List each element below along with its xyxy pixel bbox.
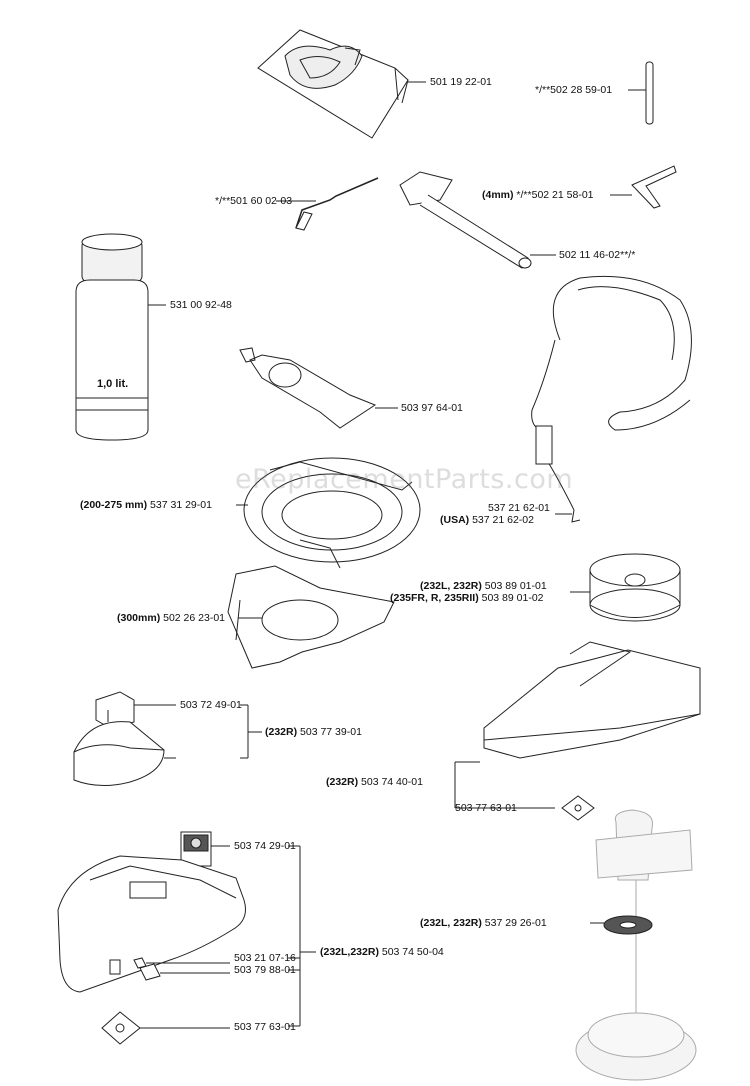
part-label-screwdriver: */**501 60 02-03: [215, 195, 293, 207]
part-label-square-plate: 503 77 63-01: [455, 802, 517, 814]
part-label-combination-wrench: 502 11 46-02**/*: [559, 249, 636, 261]
part-label-screw: 503 21 07-16: [234, 952, 296, 964]
part-label-large-guard: (232R) 503 74 40-01: [326, 776, 423, 788]
part-label-transport-guard: (200-275 mm) 537 31 29-01: [80, 499, 212, 511]
square-plate-illustration: [561, 795, 595, 821]
harness-bag-illustration: [257, 29, 409, 139]
part-label-grease-tube: 503 97 64-01: [401, 402, 463, 414]
part-label-bracket: 503 72 49-01: [180, 699, 242, 711]
combination-wrench-illustration: [399, 171, 556, 269]
bracket-illustration: [95, 691, 176, 729]
part-label-spool-232: (232L, 232R) 503 89 01-01: [420, 580, 547, 592]
part-label-harness-strap: 537 21 62-01: [488, 502, 550, 514]
harness-strap-illustration: [531, 275, 692, 523]
part-label-nut-plate: 503 79 88-01: [234, 964, 296, 976]
hex-key-illustration: [610, 165, 677, 209]
screwdriver-illustration: [276, 177, 379, 231]
part-label-harness-bag: 501 19 22-01: [430, 76, 492, 88]
lower-square-plate-illustration: [101, 1011, 230, 1045]
bottle-volume-label: 1,0 lit.: [97, 378, 129, 390]
oil-bottle-illustration: [75, 233, 166, 441]
big-guard-illustration: [57, 855, 246, 993]
gearhead-illustration: [575, 809, 697, 1081]
nut-plate-illustration: [139, 963, 230, 981]
part-label-oil-bottle: 531 00 92-48: [170, 299, 232, 311]
large-guard-illustration: [483, 641, 701, 759]
part-label-washer: (232L, 232R) 537 29 26-01: [420, 917, 547, 929]
part-label-hex-key: (4mm) */**502 21 58-01: [482, 189, 594, 201]
rod-illustration: [628, 61, 654, 125]
part-label-small-guard-kit: (232R) 503 77 39-01: [265, 726, 362, 738]
grease-tube-illustration: [239, 347, 398, 429]
part-label-harness-strap-usa: (USA) 537 21 62-02: [440, 514, 534, 526]
part-label-spool-235: (235FR, R, 235RII) 503 89 01-02: [390, 592, 544, 604]
washer-illustration: [590, 915, 653, 935]
transport-guard-illustration: [236, 457, 421, 569]
part-label-big-guard: (232L,232R) 503 74 50-04: [320, 946, 444, 958]
part-label-support-cup: (300mm) 502 26 23-01: [117, 612, 225, 624]
trimmer-spool-illustration: [570, 553, 681, 622]
screw-illustration: [133, 957, 230, 969]
decal-illustration: [180, 831, 230, 867]
watermark: eReplacementParts.com: [235, 464, 574, 495]
small-guard-illustration: [73, 721, 176, 786]
support-cup-illustration: [227, 565, 395, 669]
part-label-rod: */**502 28 59-01: [535, 84, 613, 96]
part-label-lower-square-plate: 503 77 63-01: [234, 1021, 296, 1033]
part-label-decal: 503 74 29-01: [234, 840, 296, 852]
